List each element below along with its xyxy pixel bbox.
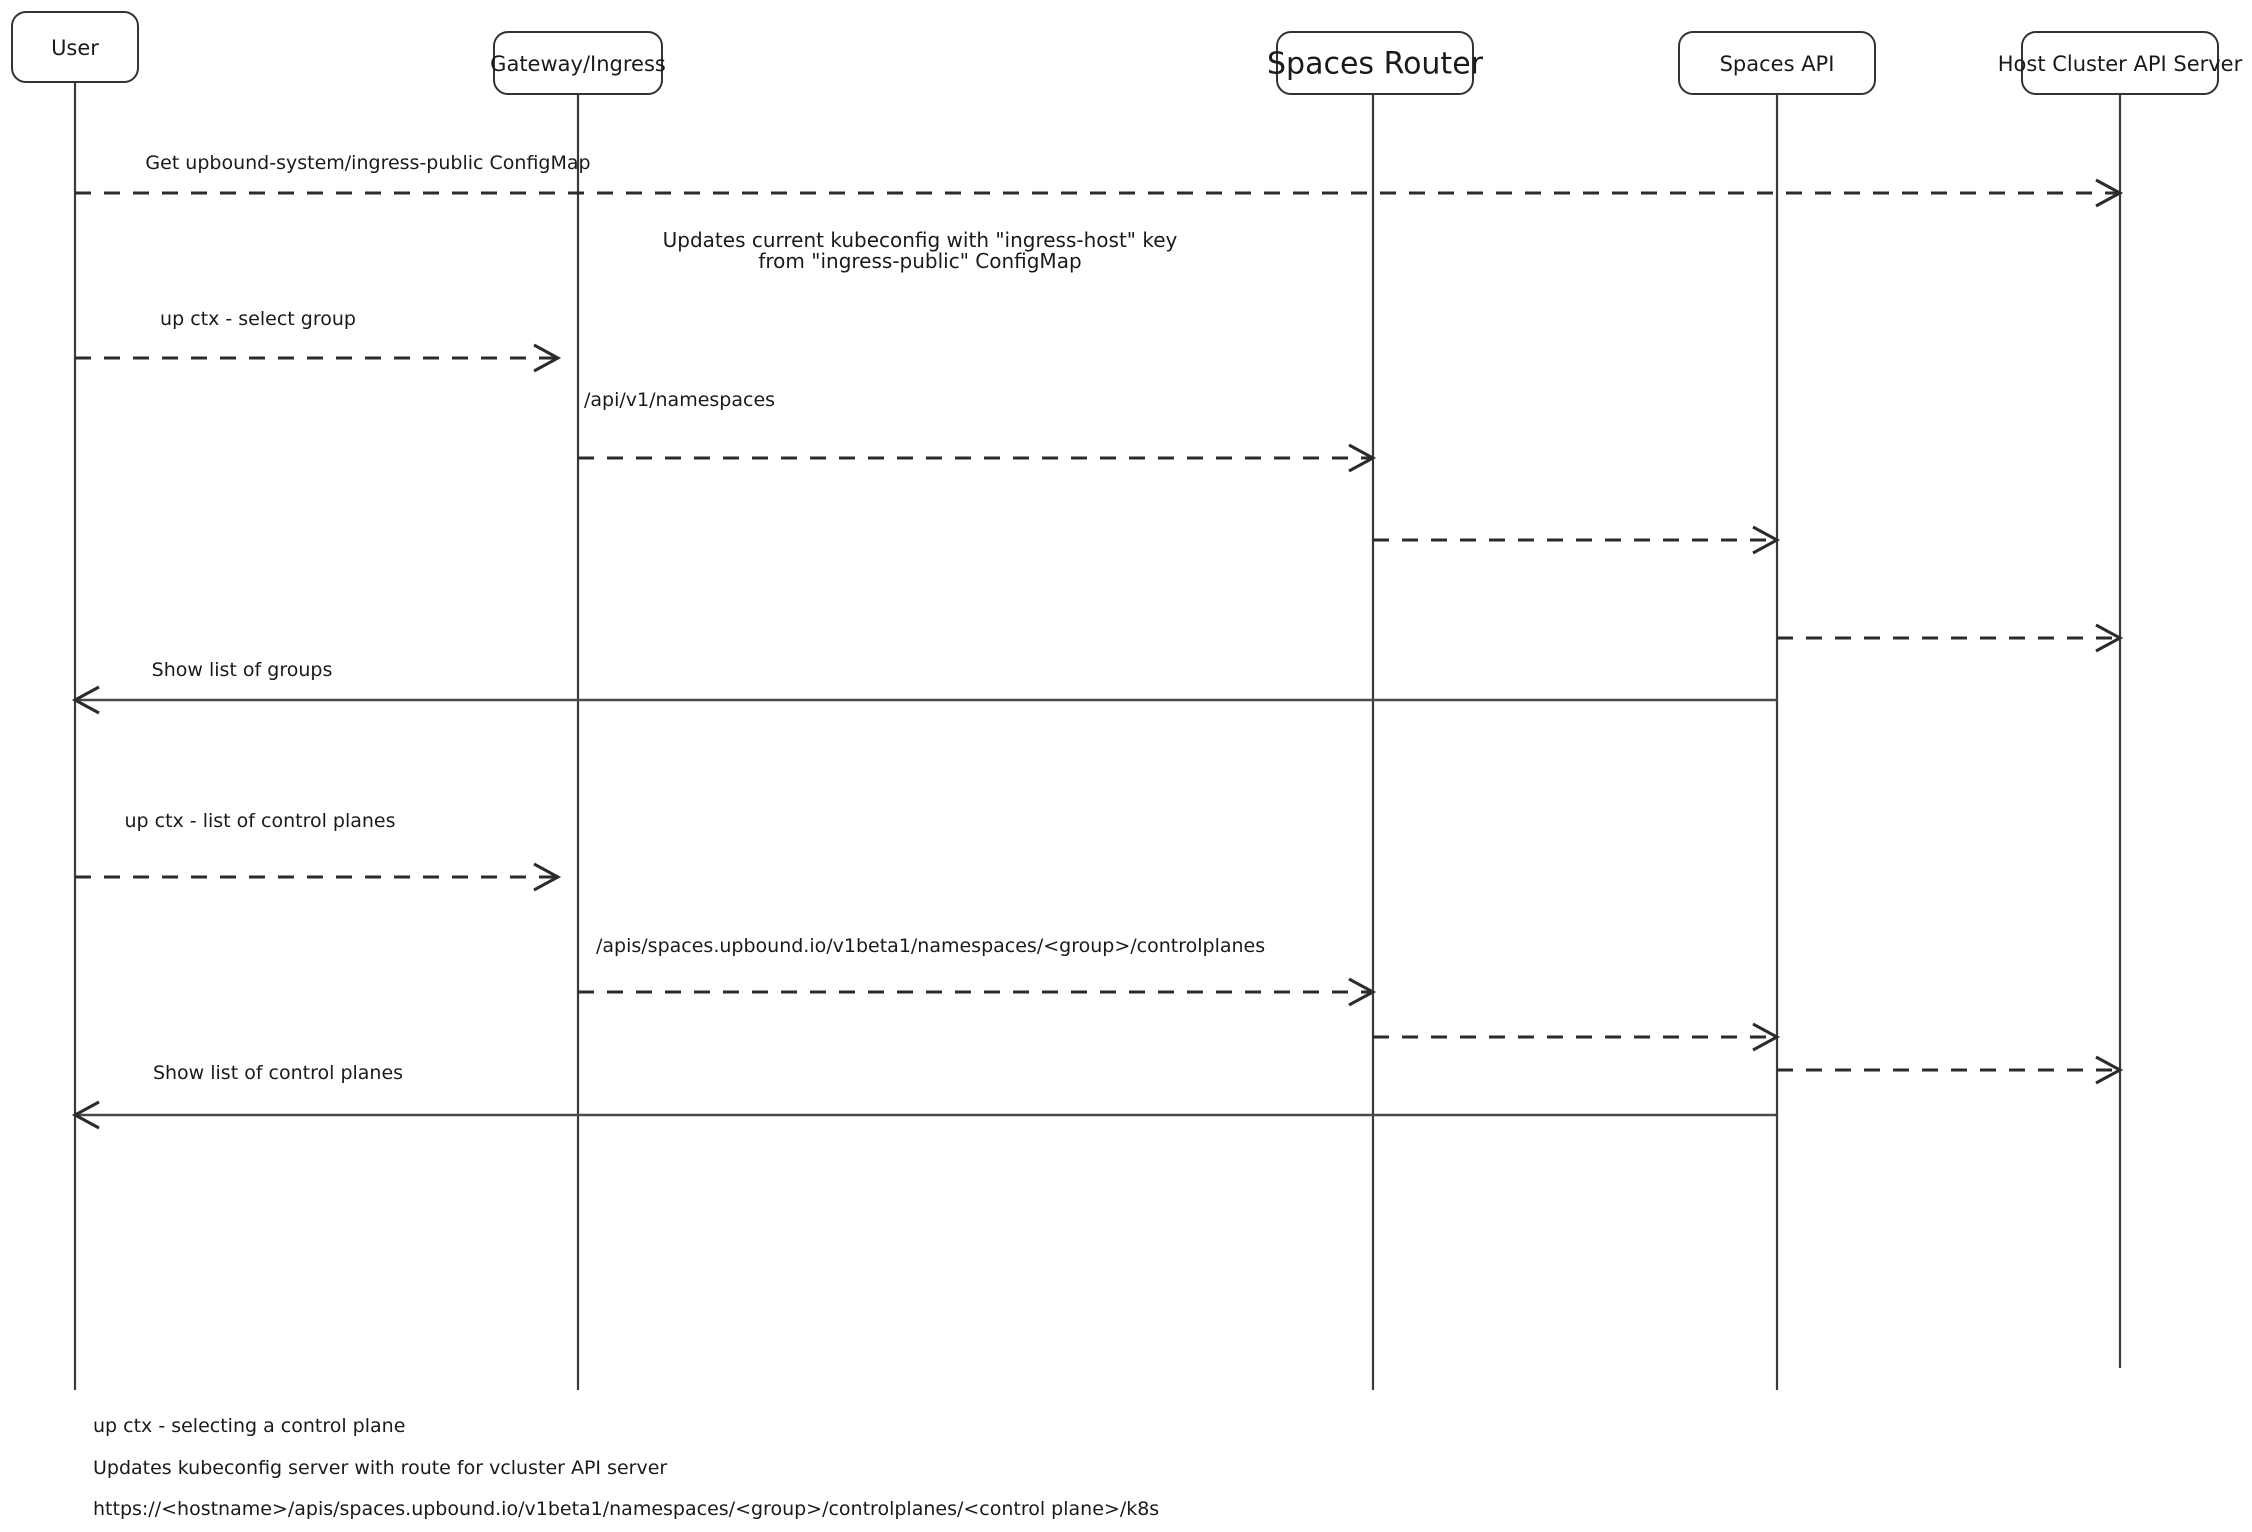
message-label: Get upbound-system/ingress-public Config… xyxy=(145,152,590,174)
actor-gateway[interactable]: Gateway/Ingress xyxy=(490,31,666,95)
arrowhead-icon xyxy=(1752,525,1781,555)
arrowhead-icon xyxy=(533,862,562,892)
footer-line-1: up ctx - selecting a control plane xyxy=(93,1415,405,1437)
actor-spaces-router[interactable]: Spaces Router xyxy=(1267,31,1484,95)
message-m9 xyxy=(1373,1022,1781,1052)
footer-layer: up ctx - selecting a control planeUpdate… xyxy=(93,1415,1159,1520)
arrowhead-icon xyxy=(71,685,100,715)
note-line: from "ingress-public" ConfigMap xyxy=(758,249,1081,273)
message-label: /apis/spaces.upbound.io/v1beta1/namespac… xyxy=(596,935,1265,957)
message-m5 xyxy=(1777,623,2124,653)
actor-box[interactable] xyxy=(1678,31,1876,95)
actor-box[interactable] xyxy=(11,11,139,83)
actor-label: Spaces Router xyxy=(1267,47,1484,82)
actor-label: Gateway/Ingress xyxy=(490,52,666,76)
actor-box[interactable] xyxy=(2021,31,2219,95)
message-m6: Show list of groups xyxy=(71,659,1777,715)
arrowhead-icon xyxy=(2095,1055,2124,1085)
actor-label: Host Cluster API Server xyxy=(1998,52,2243,76)
message-label: up ctx - list of control planes xyxy=(124,810,395,832)
message-label: up ctx - select group xyxy=(160,308,356,330)
message-m1: Get upbound-system/ingress-public Config… xyxy=(75,152,2124,208)
note-line: Updates current kubeconfig with "ingress… xyxy=(663,228,1178,252)
arrowhead-icon xyxy=(2095,623,2124,653)
messages-layer: Get upbound-system/ingress-public Config… xyxy=(71,152,2124,1130)
footer-line-2: Updates kubeconfig server with route for… xyxy=(93,1457,667,1479)
arrowhead-icon xyxy=(1348,977,1377,1007)
message-label: Show list of groups xyxy=(152,659,333,681)
note-kubeconfig: Updates current kubeconfig with "ingress… xyxy=(663,228,1178,273)
arrowhead-icon xyxy=(1348,443,1377,473)
message-m8: /apis/spaces.upbound.io/v1beta1/namespac… xyxy=(578,935,1377,1007)
notes-layer: Updates current kubeconfig with "ingress… xyxy=(663,228,1178,273)
actor-box[interactable] xyxy=(493,31,663,95)
message-m10 xyxy=(1777,1055,2124,1085)
message-m7: up ctx - list of control planes xyxy=(75,810,562,892)
message-label: Show list of control planes xyxy=(153,1062,403,1084)
message-label: /api/v1/namespaces xyxy=(584,389,775,411)
arrowhead-icon xyxy=(533,343,562,373)
actor-label: Spaces API xyxy=(1720,52,1835,76)
arrowhead-icon xyxy=(2095,178,2124,208)
actor-spaces-api[interactable]: Spaces API xyxy=(1678,31,1876,95)
footer-line-3: https://<hostname>/apis/spaces.upbound.i… xyxy=(93,1498,1159,1520)
message-m11: Show list of control planes xyxy=(71,1062,1777,1130)
actor-host-cluster[interactable]: Host Cluster API Server xyxy=(1998,31,2243,95)
actor-box[interactable] xyxy=(1276,31,1474,95)
actor-label: User xyxy=(51,36,99,60)
lifelines-layer xyxy=(73,82,2122,1390)
arrowhead-icon xyxy=(71,1100,100,1130)
message-m3: /api/v1/namespaces xyxy=(578,389,1377,473)
message-m2: up ctx - select group xyxy=(75,308,562,373)
message-m4 xyxy=(1373,525,1781,555)
actor-user[interactable]: User xyxy=(11,11,139,83)
arrowhead-icon xyxy=(1752,1022,1781,1052)
